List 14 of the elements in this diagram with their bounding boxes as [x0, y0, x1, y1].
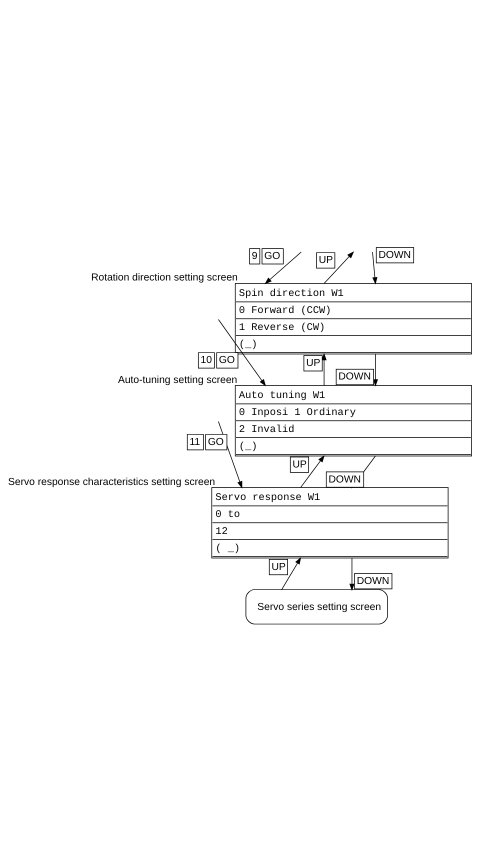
edge-label: DOWN [328, 474, 361, 485]
edge-label: UP [271, 561, 286, 572]
edge-label: DOWN [378, 249, 411, 260]
edge-label: UP [318, 254, 333, 266]
edge-label: UP [306, 357, 320, 368]
edge-label: DOWN [356, 575, 390, 586]
edge-label: UP [292, 458, 307, 470]
edge-label: 10 GO [200, 354, 235, 366]
node-label: Auto-tuning setting screen [118, 374, 238, 386]
edge-label: DOWN [338, 371, 371, 382]
node-label: Servo response characteristics setting screen [8, 476, 216, 488]
node-label: Rotation direction setting screen [91, 272, 238, 284]
edge-label: 11 GO [189, 436, 224, 448]
edge-label: 9 GO [252, 250, 280, 262]
